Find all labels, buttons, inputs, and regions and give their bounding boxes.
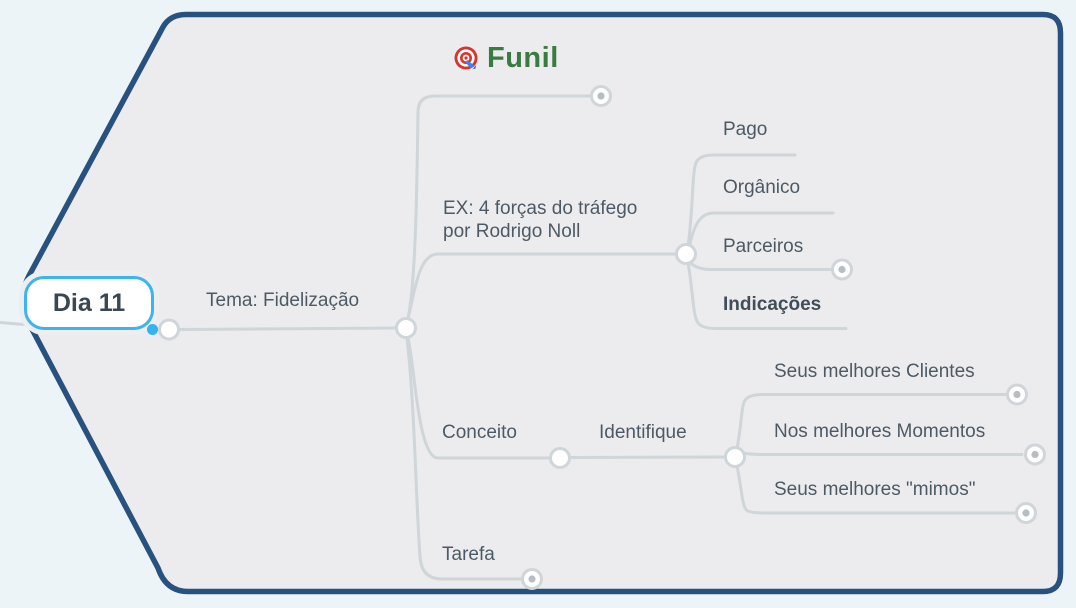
collapse-toggle-top[interactable] [590, 85, 612, 107]
node-parceiros[interactable]: Parceiros [723, 236, 804, 257]
node-identifique[interactable]: Identifique [599, 422, 687, 443]
node-momentos[interactable]: Nos melhores Momentos [774, 421, 986, 442]
node-tarefa[interactable]: Tarefa [442, 544, 495, 565]
node-dia11-label: Dia 11 [52, 288, 126, 317]
node-pago[interactable]: Pago [723, 119, 768, 140]
node-conceito[interactable]: Conceito [442, 422, 517, 443]
target-icon [452, 45, 480, 73]
branch-line-ex [406, 252, 677, 320]
node-ex-line1: EX: 4 forças do tráfego [443, 198, 638, 219]
collapse-toggle-clientes[interactable] [1006, 383, 1028, 406]
branch-line-tema [177, 326, 398, 331]
node-tema[interactable]: Tema: Fidelização [206, 290, 360, 311]
collapse-toggle-parceiros[interactable] [831, 258, 853, 281]
connector-circle-tema[interactable] [395, 317, 417, 339]
node-dia11[interactable]: Dia 11 [24, 276, 154, 330]
node-organico[interactable]: Orgânico [723, 177, 801, 198]
branch-line-clientes [735, 393, 1007, 450]
map-title-text[interactable]: Funil [487, 42, 559, 74]
branch-line-conceito [406, 336, 551, 460]
connector-circle-ex[interactable] [675, 243, 697, 265]
map-title[interactable]: Funil [452, 42, 559, 75]
collapse-toggle-mimos[interactable] [1015, 502, 1037, 524]
branch-line-organico [687, 211, 835, 249]
connector-circle-dia11[interactable] [158, 318, 180, 341]
branch-line-indicacoes [686, 261, 848, 330]
topic-boundary-shape [20, 11, 1064, 595]
branch-line-top-collapsed [406, 94, 592, 320]
connector-circle-conceito[interactable] [549, 447, 571, 469]
collapse-toggle-tarefa[interactable] [521, 568, 543, 590]
connector-circle-identifique[interactable] [724, 446, 746, 468]
node-mimos[interactable]: Seus melhores "mimos" [774, 479, 976, 500]
branch-line-pago [686, 153, 797, 247]
branch-line-mimos [735, 464, 1016, 515]
node-indicacoes[interactable]: Indicações [723, 294, 822, 315]
node-ex-line2: por Rodrigo Noll [443, 221, 581, 242]
branch-line-identifique [568, 455, 726, 459]
collapse-toggle-momentos[interactable] [1024, 443, 1046, 466]
node-clientes[interactable]: Seus melhores Clientes [774, 361, 975, 382]
node-ex[interactable]: EX: 4 forças do tráfego por Rodrigo Noll [443, 197, 637, 243]
branch-line-tarefa [405, 336, 523, 581]
node-anchor-dot[interactable] [147, 324, 158, 335]
